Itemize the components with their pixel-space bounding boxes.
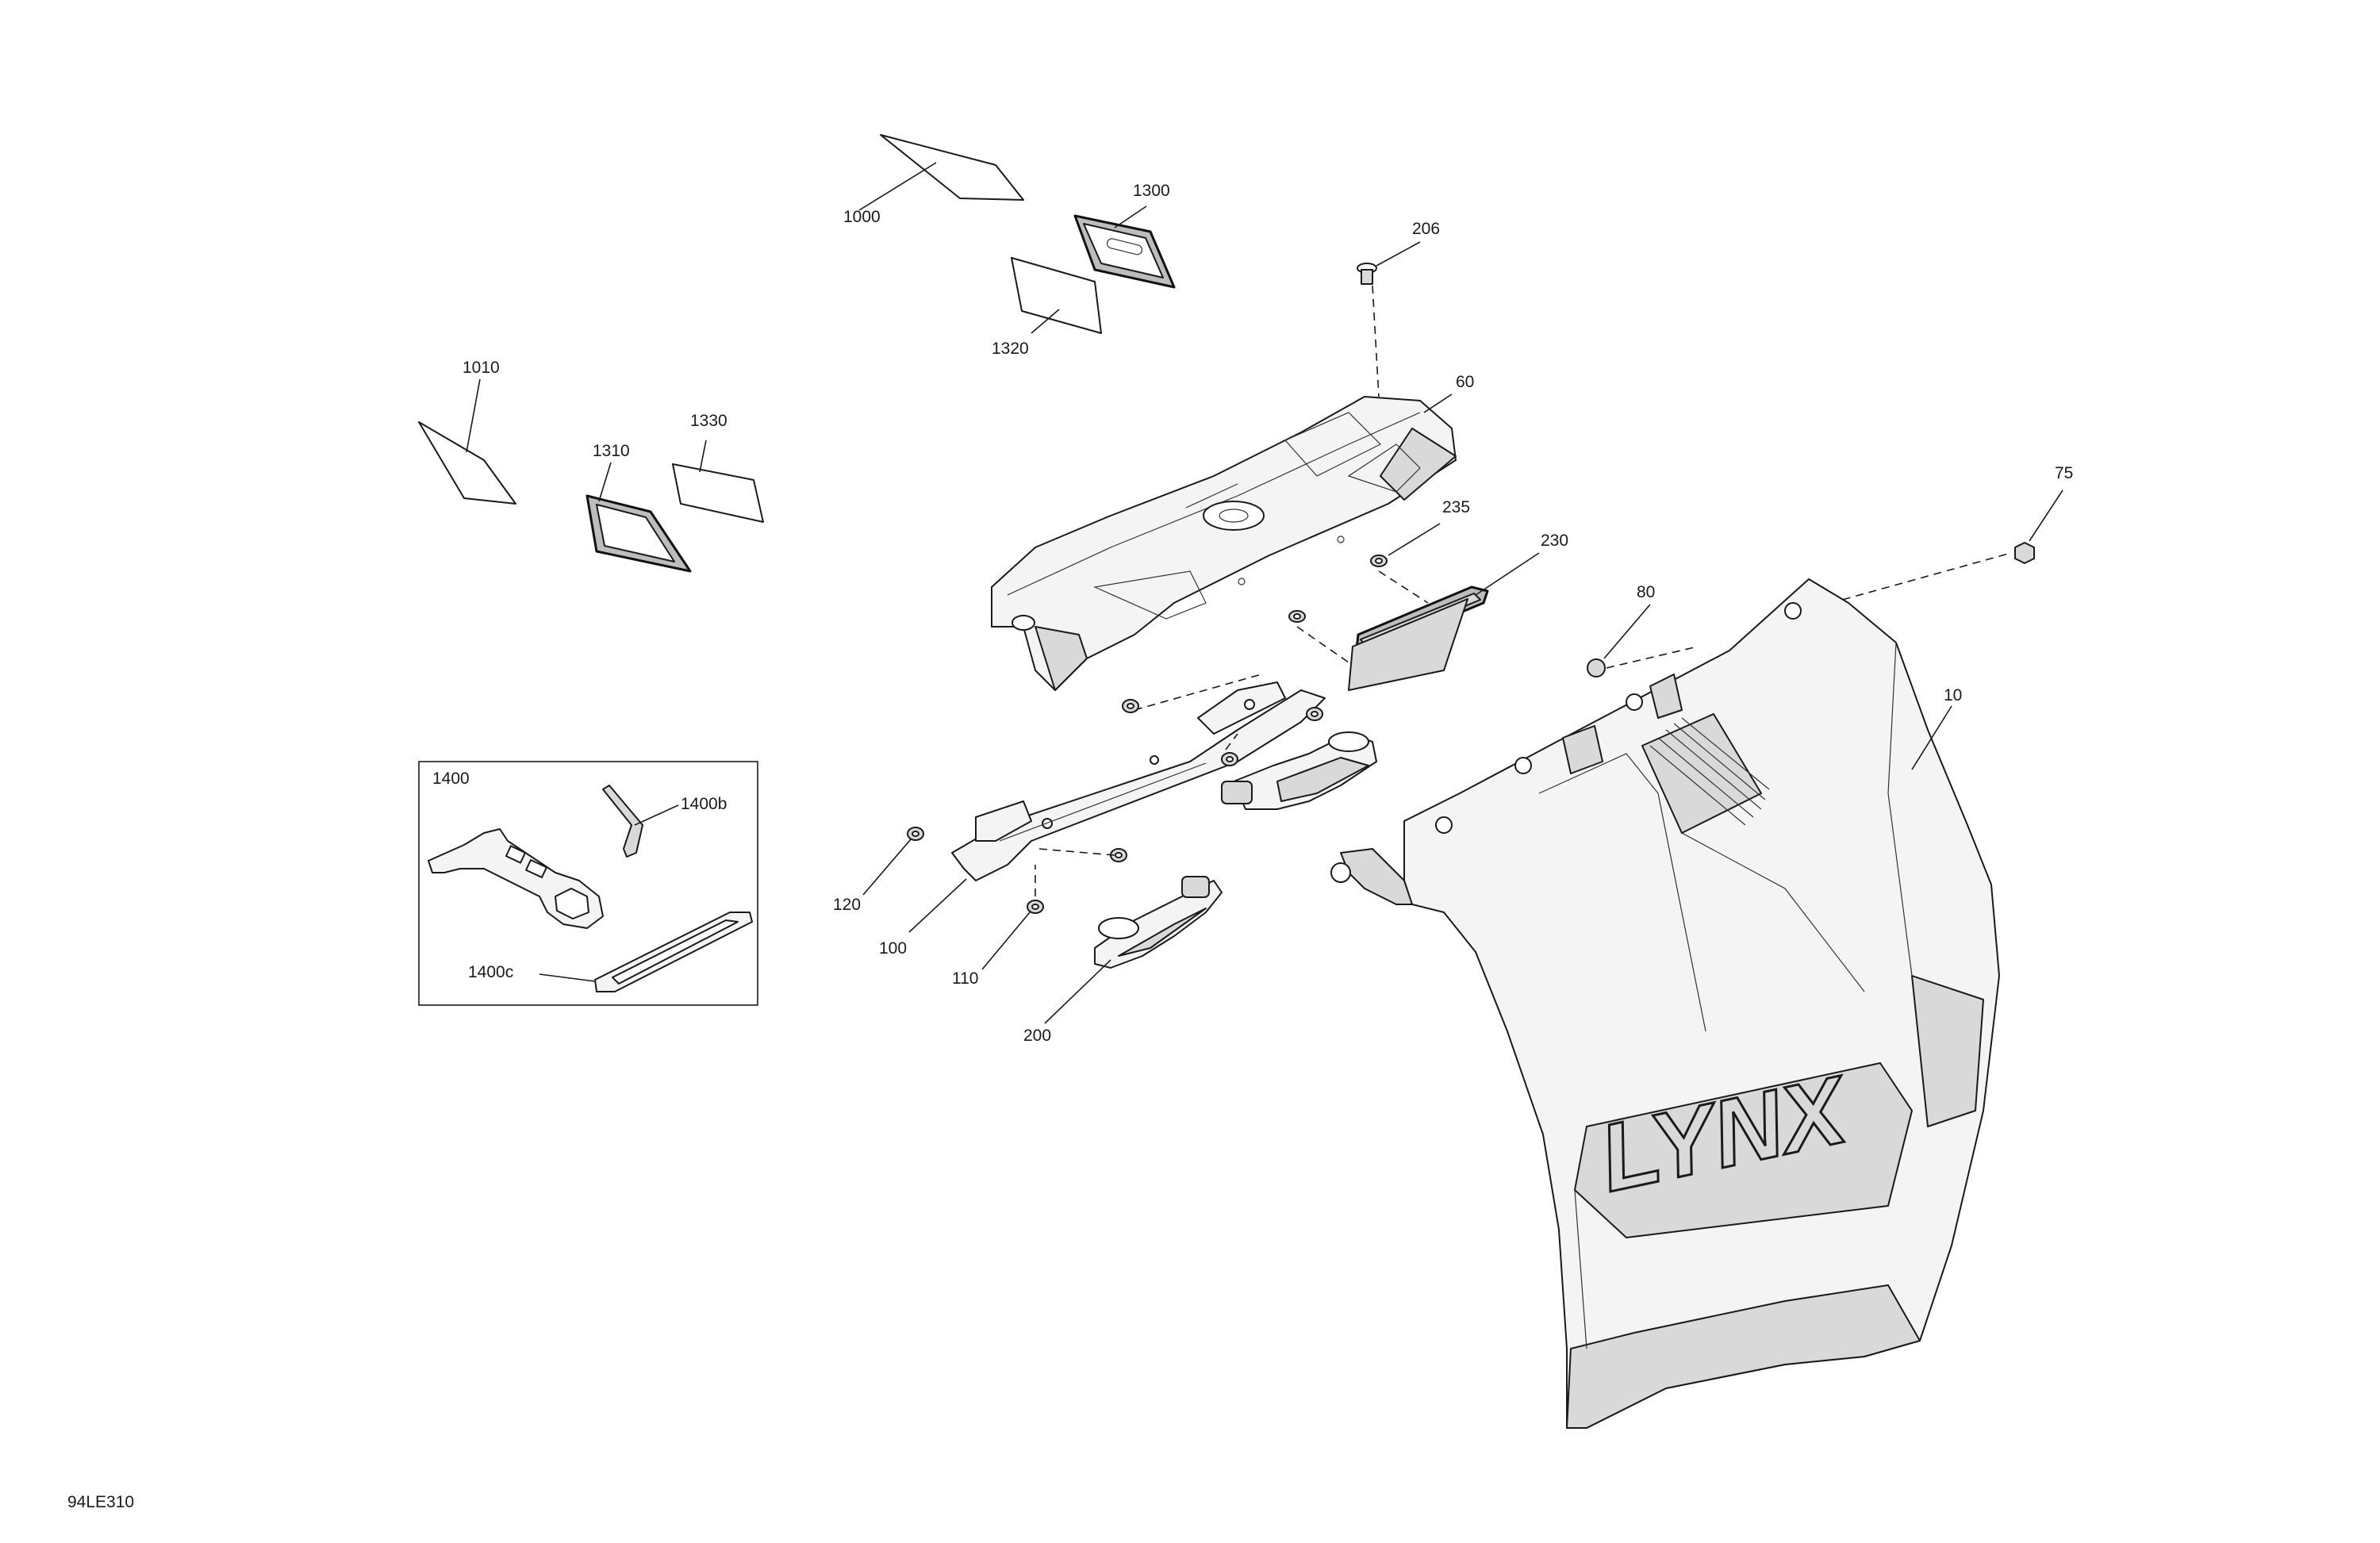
callout-10: 10 xyxy=(1944,686,1962,704)
part-120-nut[interactable] xyxy=(907,827,924,841)
part-10-rear-flap[interactable]: LYNX xyxy=(1330,578,2000,1429)
part-1010-decal[interactable] xyxy=(418,421,516,505)
callout-100: 100 xyxy=(879,939,907,958)
part-235-nut[interactable] xyxy=(1370,555,1388,567)
part-80-nut[interactable] xyxy=(1587,658,1606,677)
callout-235: 235 xyxy=(1442,498,1470,516)
part-75-rivet[interactable] xyxy=(2014,542,2035,564)
part-1330-decal[interactable] xyxy=(672,463,764,523)
part-235-nut-second[interactable] xyxy=(1288,610,1306,623)
part-nut-bracket-right[interactable] xyxy=(1306,707,1323,721)
callout-1010: 1010 xyxy=(463,359,500,377)
callout-1400b: 1400b xyxy=(681,795,727,813)
part-nut-bracket-mid[interactable] xyxy=(1221,752,1238,766)
part-1400-wrench[interactable] xyxy=(428,828,604,929)
part-nut-bracket-top[interactable] xyxy=(1122,699,1139,713)
kit-box-label: 1400 xyxy=(432,770,470,788)
callout-1400c: 1400c xyxy=(468,963,513,981)
part-1300-reflector-plate[interactable] xyxy=(1073,214,1176,289)
part-206-screw[interactable] xyxy=(1357,263,1377,285)
callout-1320: 1320 xyxy=(992,340,1029,358)
callout-206: 206 xyxy=(1412,220,1440,238)
callout-75: 75 xyxy=(2055,464,2073,482)
callout-80: 80 xyxy=(1637,583,1655,601)
part-1400b-allen-key[interactable] xyxy=(602,785,643,858)
part-1000-decal[interactable] xyxy=(880,134,1024,201)
callout-110: 110 xyxy=(952,969,978,988)
callout-230: 230 xyxy=(1541,532,1568,550)
callout-1300: 1300 xyxy=(1133,182,1170,200)
part-1400c-scraper[interactable] xyxy=(594,912,753,992)
callout-200: 200 xyxy=(1023,1027,1051,1045)
part-230-lens[interactable] xyxy=(1348,585,1489,691)
drawing-id: 94LE310 xyxy=(67,1493,134,1511)
part-60-taillight-housing[interactable] xyxy=(991,396,1457,691)
tool-kit-box-1400: 1400 xyxy=(418,761,758,1006)
part-100-mounting-bracket[interactable] xyxy=(951,681,1326,881)
part-1310-reflector-plate[interactable] xyxy=(585,494,692,573)
callout-60: 60 xyxy=(1456,373,1474,391)
callout-1330: 1330 xyxy=(690,412,727,430)
part-1320-decal[interactable] xyxy=(1011,257,1102,334)
part-200-signal-light-upper[interactable] xyxy=(1221,731,1377,810)
callout-120: 120 xyxy=(833,896,861,914)
part-200-signal-light-lower[interactable] xyxy=(1094,876,1223,969)
part-110-nut[interactable] xyxy=(1027,900,1044,914)
callout-1000: 1000 xyxy=(843,208,881,226)
callout-1310: 1310 xyxy=(593,442,630,460)
